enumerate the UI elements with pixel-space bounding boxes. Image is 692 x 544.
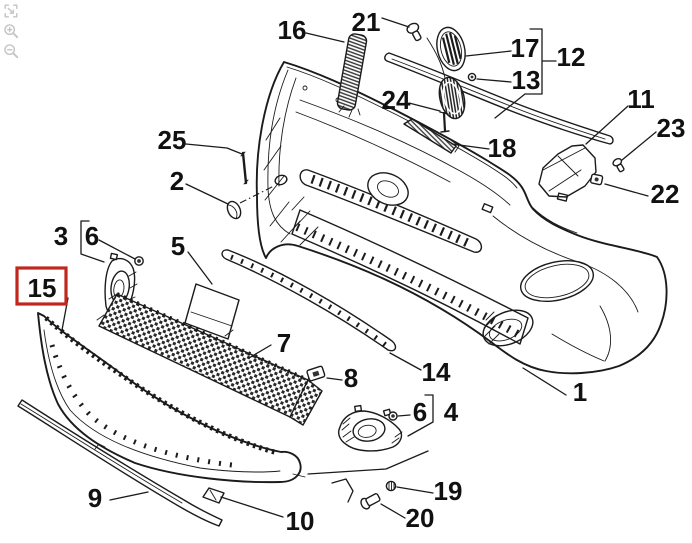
part-4-fog-bezel-right[interactable] — [338, 404, 403, 452]
callout-8[interactable]: 8 — [344, 363, 358, 393]
part-5-plate-pad[interactable] — [184, 283, 240, 340]
callout-18[interactable]: 18 — [488, 133, 517, 163]
part-10-bracket-clip[interactable] — [202, 487, 225, 504]
part-6-screw-left[interactable] — [134, 256, 144, 266]
part-8-clip[interactable] — [306, 365, 326, 382]
leader-23 — [621, 131, 657, 161]
callout-21[interactable]: 21 — [352, 7, 381, 37]
bracket-3-6 — [80, 220, 105, 263]
callout-12[interactable]: 12 — [557, 42, 586, 72]
leader-22 — [604, 183, 649, 197]
callout-22[interactable]: 22 — [651, 179, 680, 209]
callout-9[interactable]: 9 — [88, 483, 102, 513]
leader-lines — [61, 17, 657, 519]
part-23-screw[interactable] — [612, 157, 626, 173]
leader-1 — [522, 367, 567, 396]
leader-16 — [305, 32, 345, 43]
part-22-clip[interactable] — [589, 173, 604, 186]
assembly-line-towhook — [239, 185, 275, 204]
leader-8 — [326, 377, 343, 381]
leader-11 — [585, 105, 629, 145]
bracket-12 — [494, 28, 557, 119]
leader-5 — [187, 251, 213, 285]
callout-13[interactable]: 13 — [512, 65, 541, 95]
callout-5[interactable]: 5 — [171, 231, 185, 261]
expand-icon — [4, 4, 17, 17]
side-oval-recess — [519, 260, 595, 302]
leader-7 — [248, 344, 272, 359]
fit-to-view-button[interactable] — [2, 2, 19, 19]
highlight-box — [15, 266, 68, 306]
zoom-in-button[interactable] — [2, 22, 19, 39]
leader-6-right — [397, 414, 411, 417]
leader-20 — [380, 503, 406, 519]
callout-15[interactable]: 15 — [28, 273, 57, 303]
leader-17 — [465, 50, 512, 57]
part-2-towhook-cover[interactable] — [225, 199, 243, 220]
callout-11[interactable]: 11 — [627, 84, 655, 114]
leader-24 — [408, 102, 441, 112]
zoom-out-button[interactable] — [2, 42, 19, 59]
part-20-bolt[interactable] — [359, 492, 381, 511]
callout-6-left[interactable]: 6 — [85, 221, 99, 251]
assembly-line-screw21 — [426, 37, 446, 79]
badge-mount-oval — [367, 172, 409, 206]
callout-17[interactable]: 17 — [511, 33, 540, 63]
callout-6-right[interactable]: 6 — [413, 397, 427, 427]
part-24-pin[interactable] — [439, 111, 450, 133]
zoom-in-icon — [3, 23, 18, 38]
fiat-badge-on-molding — [438, 76, 466, 120]
part-25-pin[interactable] — [240, 151, 249, 185]
assembly-line-bolt — [331, 478, 354, 503]
leader-21 — [381, 17, 410, 28]
callout-10[interactable]: 10 — [286, 506, 315, 536]
callout-7[interactable]: 7 — [277, 328, 291, 358]
callout-19[interactable]: 19 — [434, 476, 463, 506]
callout-4[interactable]: 4 — [444, 397, 459, 427]
leader-19 — [396, 486, 434, 494]
bracket-4-6 — [407, 394, 434, 437]
leader-14 — [389, 352, 422, 371]
fog-recess — [482, 309, 534, 347]
part-21-screw[interactable] — [405, 22, 424, 43]
part-15-lower-grille-spoiler[interactable] — [37, 312, 306, 484]
leader-2 — [185, 183, 229, 205]
callout-23[interactable]: 23 — [657, 113, 686, 143]
part-19-nut[interactable] — [385, 480, 397, 492]
parts-layer — [17, 22, 668, 527]
part-14-bumper-molding[interactable] — [221, 249, 397, 352]
assembly-line-spoiler — [307, 450, 429, 475]
zoom-out-icon — [3, 43, 18, 58]
callout-20[interactable]: 20 — [406, 503, 435, 533]
callout-16[interactable]: 16 — [278, 15, 307, 45]
viewer-toolbar — [2, 2, 19, 59]
leader-18 — [451, 143, 490, 150]
callout-1[interactable]: 1 — [573, 377, 587, 407]
leader-13 — [476, 78, 512, 83]
part-11-support-bracket[interactable] — [538, 144, 597, 202]
callout-14[interactable]: 14 — [422, 357, 451, 387]
part-9-lower-trim-strip[interactable] — [17, 399, 223, 527]
callout-25[interactable]: 25 — [158, 125, 187, 155]
part-12-grille-molding[interactable] — [384, 52, 614, 145]
part-18-molding-bracket[interactable] — [403, 118, 460, 154]
leader-25 — [185, 143, 243, 155]
callout-2[interactable]: 2 — [170, 166, 184, 196]
callout-3[interactable]: 3 — [54, 221, 68, 251]
part-17-fiat-badge[interactable] — [433, 24, 470, 73]
callout-24[interactable]: 24 — [382, 85, 411, 115]
part-16-grille-insert[interactable] — [336, 33, 368, 118]
leader-6-left — [98, 239, 136, 260]
part-7-honeycomb-grille[interactable] — [96, 292, 323, 426]
part-13-clip[interactable] — [467, 72, 477, 82]
leader-9 — [109, 491, 149, 501]
leader-10 — [220, 496, 284, 518]
callouts-layer: 1 2 3 4 5 6 6 7 8 9 10 11 12 13 14 15 16… — [28, 7, 686, 536]
part-6-screw-right[interactable] — [388, 411, 398, 421]
